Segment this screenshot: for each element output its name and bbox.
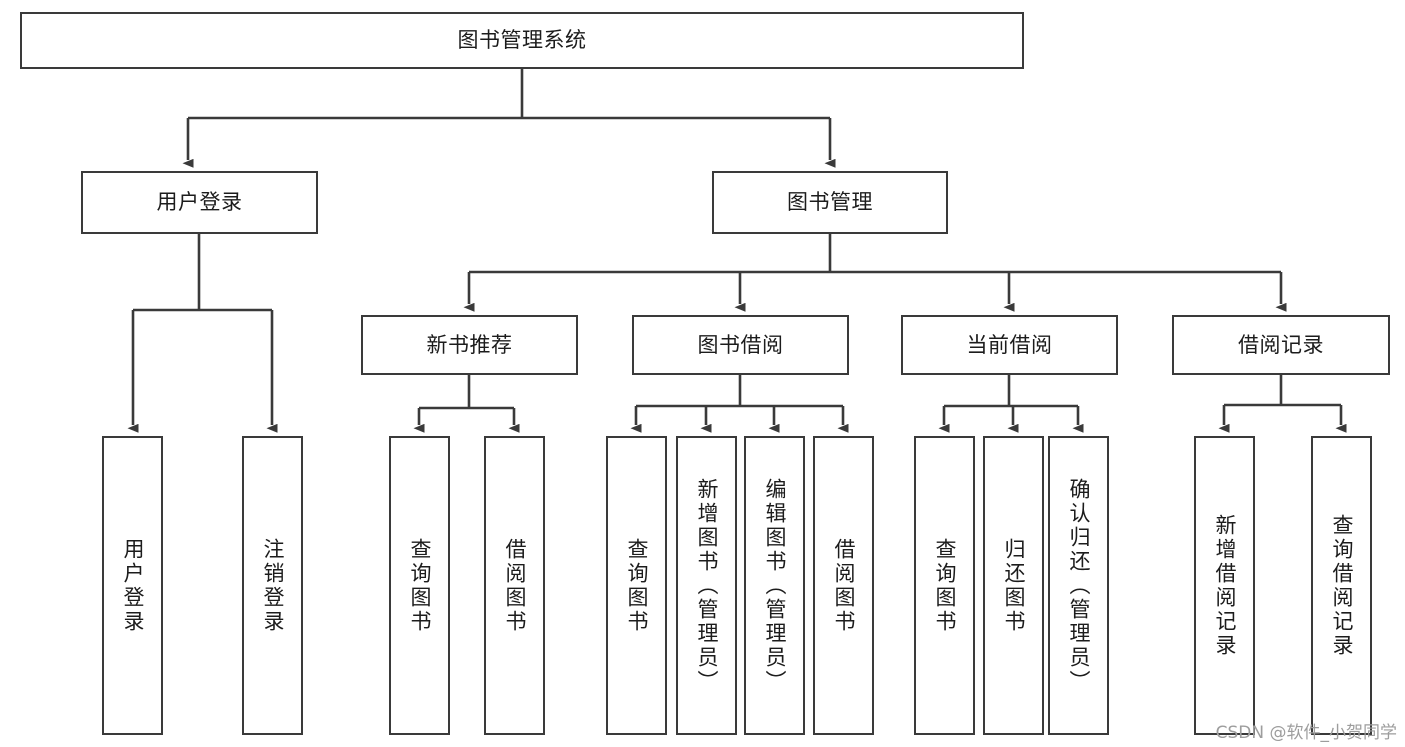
node-new-book-recommendation[interactable]: 新书推荐 <box>361 315 578 375</box>
leaf-query-book-recommendation[interactable]: 查询图书 <box>389 436 450 735</box>
node-label: 新增图书（管理员） <box>695 477 719 694</box>
node-book-borrowing[interactable]: 图书借阅 <box>632 315 849 375</box>
node-label: 注销登录 <box>261 537 285 634</box>
node-book-management[interactable]: 图书管理 <box>712 171 948 234</box>
node-label: 查询借阅记录 <box>1330 513 1354 658</box>
node-label: 新书推荐 <box>426 332 513 357</box>
node-label: 借阅记录 <box>1238 332 1324 357</box>
node-label: 图书管理 <box>787 190 873 215</box>
node-borrowing-record[interactable]: 借阅记录 <box>1172 315 1390 375</box>
node-label: 图书借阅 <box>697 332 784 357</box>
csdn-watermark: CSDN @软件_小贺同学 <box>1215 723 1397 743</box>
leaf-borrow-book[interactable]: 借阅图书 <box>813 436 874 735</box>
node-label: 当前借阅 <box>966 332 1053 357</box>
node-label: 归还图书 <box>1002 537 1026 634</box>
node-label: 查询图书 <box>625 537 649 634</box>
leaf-query-borrow-record[interactable]: 查询借阅记录 <box>1311 436 1372 735</box>
node-label: 用户登录 <box>121 537 145 634</box>
leaf-add-borrow-record[interactable]: 新增借阅记录 <box>1194 436 1255 735</box>
leaf-user-logout[interactable]: 注销登录 <box>242 436 303 735</box>
leaf-query-book-current[interactable]: 查询图书 <box>914 436 975 735</box>
node-label: 图书管理系统 <box>457 28 587 53</box>
leaf-confirm-return-admin[interactable]: 确认归还（管理员） <box>1048 436 1109 735</box>
node-label: 借阅图书 <box>503 537 527 634</box>
leaf-return-book[interactable]: 归还图书 <box>983 436 1044 735</box>
node-label: 编辑图书（管理员） <box>763 477 787 694</box>
leaf-query-book-borrowing[interactable]: 查询图书 <box>606 436 667 735</box>
leaf-borrow-book-recommendation[interactable]: 借阅图书 <box>484 436 545 735</box>
node-label: 借阅图书 <box>832 537 856 634</box>
leaf-user-login[interactable]: 用户登录 <box>102 436 163 735</box>
node-label: 确认归还（管理员） <box>1067 477 1091 694</box>
node-label: 新增借阅记录 <box>1213 513 1237 658</box>
node-root-system[interactable]: 图书管理系统 <box>20 12 1024 69</box>
leaf-edit-book-admin[interactable]: 编辑图书（管理员） <box>744 436 805 735</box>
node-user-login[interactable]: 用户登录 <box>81 171 318 234</box>
node-current-borrowing[interactable]: 当前借阅 <box>901 315 1118 375</box>
leaf-add-book-admin[interactable]: 新增图书（管理员） <box>676 436 737 735</box>
node-label: 用户登录 <box>156 190 243 215</box>
node-label: 查询图书 <box>408 537 432 634</box>
node-label: 查询图书 <box>933 537 957 634</box>
